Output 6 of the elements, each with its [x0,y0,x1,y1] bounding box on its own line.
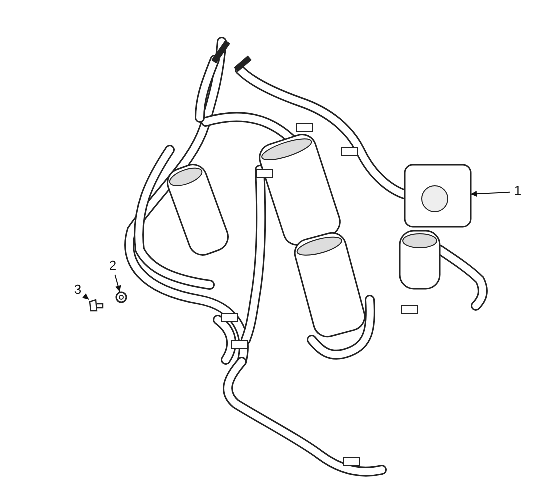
leader-line [82,294,90,300]
callout-number: 2 [105,259,121,275]
leader-line [114,274,122,292]
callout-number: 3 [70,283,86,299]
leader-line [470,191,510,198]
callout-number: 1 [510,184,526,200]
